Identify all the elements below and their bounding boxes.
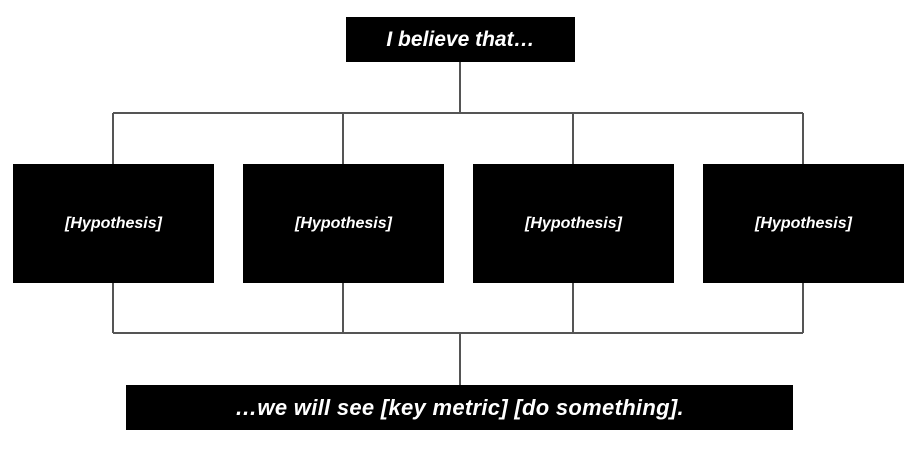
hypothesis-box-4: [Hypothesis] <box>703 164 904 283</box>
hypothesis-text-3: [Hypothesis] <box>525 214 622 232</box>
top-statement-box: I believe that… <box>346 17 575 62</box>
hypothesis-text-4: [Hypothesis] <box>755 214 852 232</box>
hypothesis-box-1: [Hypothesis] <box>13 164 214 283</box>
hypothesis-box-3: [Hypothesis] <box>473 164 674 283</box>
hypothesis-box-2: [Hypothesis] <box>243 164 444 283</box>
hypothesis-text-2: [Hypothesis] <box>295 214 392 232</box>
bottom-statement-text: …we will see [key metric] [do something]… <box>235 394 684 420</box>
hypothesis-text-1: [Hypothesis] <box>65 214 162 232</box>
top-statement-text: I believe that… <box>386 27 535 51</box>
bottom-statement-box: …we will see [key metric] [do something]… <box>126 385 793 430</box>
